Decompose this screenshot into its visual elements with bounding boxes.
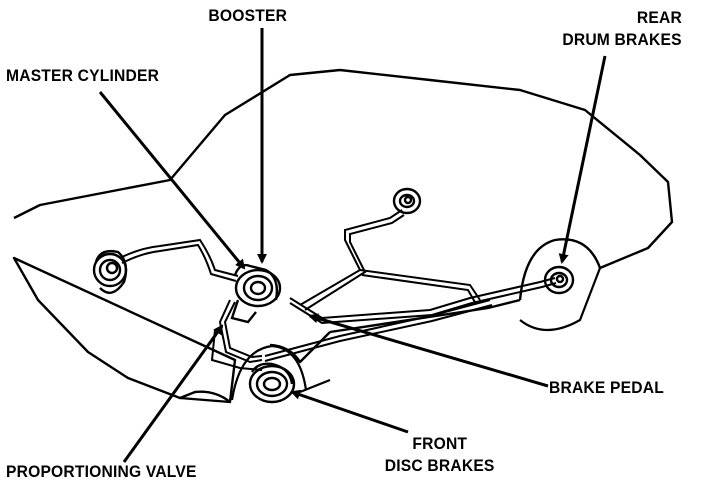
- label-brake-pedal: BRAKE PEDAL: [549, 378, 664, 397]
- leader-lines: [98, 28, 607, 463]
- front-wheel-arch: [230, 344, 308, 401]
- arrow-master-cylinder: [98, 91, 246, 270]
- label-front-disc-line1: FRONT: [412, 434, 468, 453]
- label-booster: BOOSTER: [208, 6, 288, 25]
- label-master-cylinder: MASTER CYLINDER: [6, 66, 160, 85]
- front-disc-brake: [248, 362, 296, 404]
- label-rear-drum-line2: DRUM BRAKES: [562, 30, 682, 49]
- label-proportioning-valve: PROPORTIONING VALVE: [6, 462, 197, 481]
- arrow-brake-pedal: [308, 313, 549, 388]
- arrow-proportioning-valve: [122, 324, 224, 463]
- left-front-brake: [92, 249, 128, 294]
- rear-drum-brake-right: [543, 265, 575, 295]
- arrow-rear-drum: [558, 55, 607, 264]
- label-front-disc-line2: DISC BRAKES: [384, 456, 495, 475]
- arrow-front-disc: [290, 389, 409, 434]
- rear-drum-brake-left: [392, 187, 422, 215]
- car-body-outline: [12, 68, 674, 404]
- label-rear-drum-line1: REAR: [636, 8, 682, 27]
- brake-lines: [119, 209, 557, 371]
- booster-assembly: [230, 263, 282, 324]
